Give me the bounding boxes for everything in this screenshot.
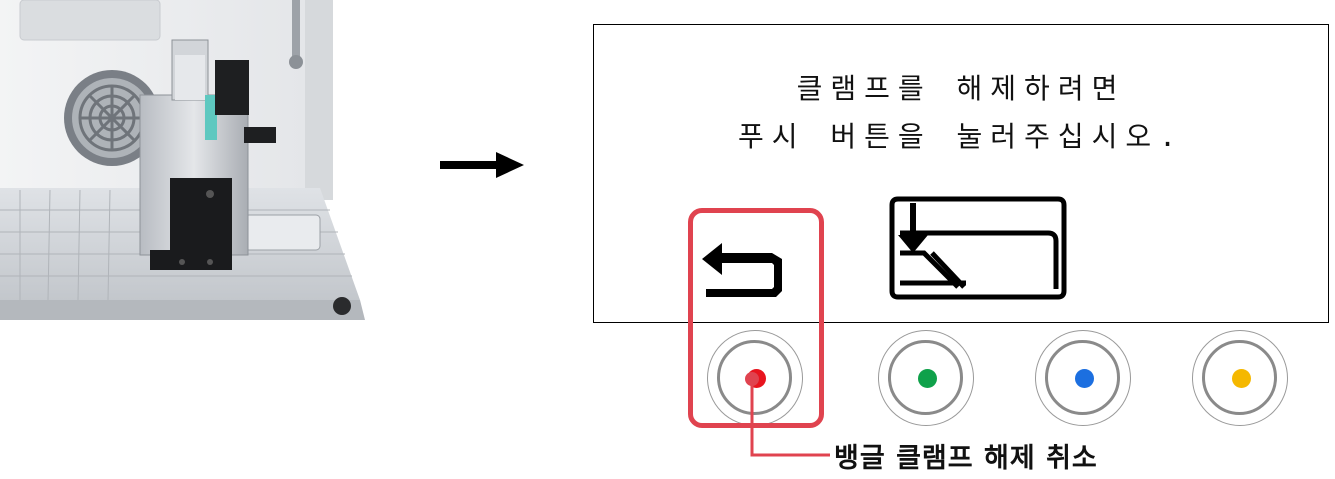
screen-message-line-2: 푸시 버튼을 눌러주십시오.: [738, 120, 1184, 153]
blue-indicator-dot: [1075, 369, 1094, 388]
callout-label: 뱅글 클램프 해제 취소: [834, 443, 1098, 474]
green-push-button[interactable]: [878, 330, 974, 426]
right-arrow-icon: [440, 152, 524, 178]
callout-leader-line: [745, 372, 830, 457]
lcd-screen: 클램프를 해제하려면 푸시 버튼을 눌러주십시오.: [593, 24, 1329, 323]
clamp-release-icon: [889, 196, 1067, 300]
yellow-push-button[interactable]: [1192, 330, 1288, 426]
red-push-button[interactable]: [707, 330, 803, 426]
yellow-indicator-dot: [1232, 369, 1251, 388]
screen-message-line-1: 클램프를 해제하려면: [796, 72, 1126, 105]
blue-push-button[interactable]: [1035, 330, 1131, 426]
highlight-frame: [688, 208, 824, 428]
machine-photo: [0, 0, 365, 320]
green-indicator-dot: [918, 369, 937, 388]
back-arrow-icon: [702, 243, 782, 297]
